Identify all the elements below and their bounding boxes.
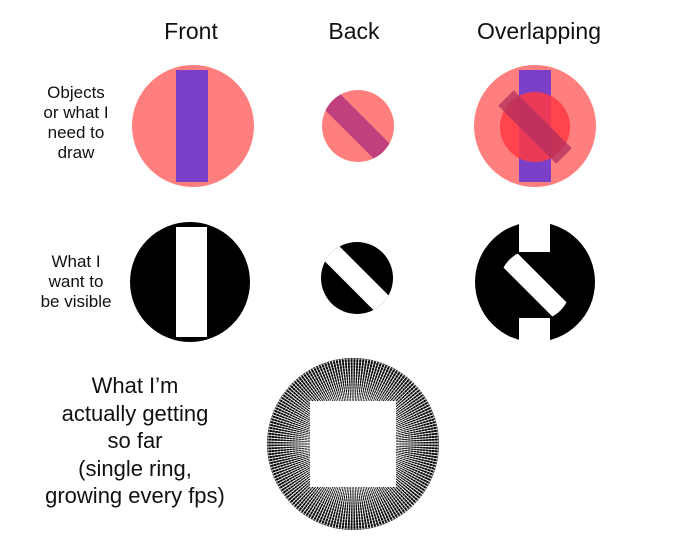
moire-ring-line [270, 361, 436, 527]
moire-ring-line [285, 376, 421, 512]
moire-ring-line [291, 382, 415, 506]
header-back: Back [328, 18, 380, 44]
row-label-visible-line: be visible [40, 292, 112, 312]
row-label-actual-line: so far [107, 428, 163, 453]
header-front: Front [164, 18, 218, 44]
row-label-objects-line: Objects [47, 83, 105, 102]
row-label-objects-line: draw [57, 143, 95, 163]
front-object-icon [132, 65, 254, 187]
back-mask-icon [321, 242, 393, 314]
moire-ring-line [294, 385, 412, 503]
front-mask-icon [130, 222, 250, 342]
row-label-objects-line: need to [47, 123, 105, 143]
row-label-visible-line: want to [48, 272, 104, 292]
moire-ring-line [303, 394, 403, 494]
moire-ring-line [273, 364, 433, 524]
row-label-objects: Objects or what I need to draw [28, 83, 124, 163]
row-label-visible-line: What I [51, 252, 101, 271]
moire-ring-line [300, 391, 406, 497]
overlap-mask-icon [475, 222, 595, 344]
moire-ring-line [297, 388, 409, 500]
row-label-objects-line: or what I [43, 103, 109, 123]
moire-ring-line [276, 367, 430, 521]
moire-ring-line [288, 379, 418, 509]
row-label-actual-line: growing every fps) [45, 483, 225, 508]
row-label-actual-line: What I’m [91, 373, 179, 398]
moire-ring-line [279, 370, 427, 518]
header-overlapping: Overlapping [476, 18, 602, 44]
row-label-visible: What I want to be visible [28, 252, 124, 312]
row-label-actual: What I’m actually getting so far (single… [30, 372, 240, 510]
back-object-icon [322, 90, 394, 162]
row-label-actual-line: (single ring, [78, 455, 192, 481]
moire-ring-line [282, 373, 424, 515]
overlap-object-icon [474, 65, 596, 187]
row-label-actual-line: actually getting [61, 400, 209, 426]
moire-ring-line [306, 397, 400, 491]
moire-ring-icon [267, 358, 439, 530]
moire-ring-line [267, 358, 439, 530]
